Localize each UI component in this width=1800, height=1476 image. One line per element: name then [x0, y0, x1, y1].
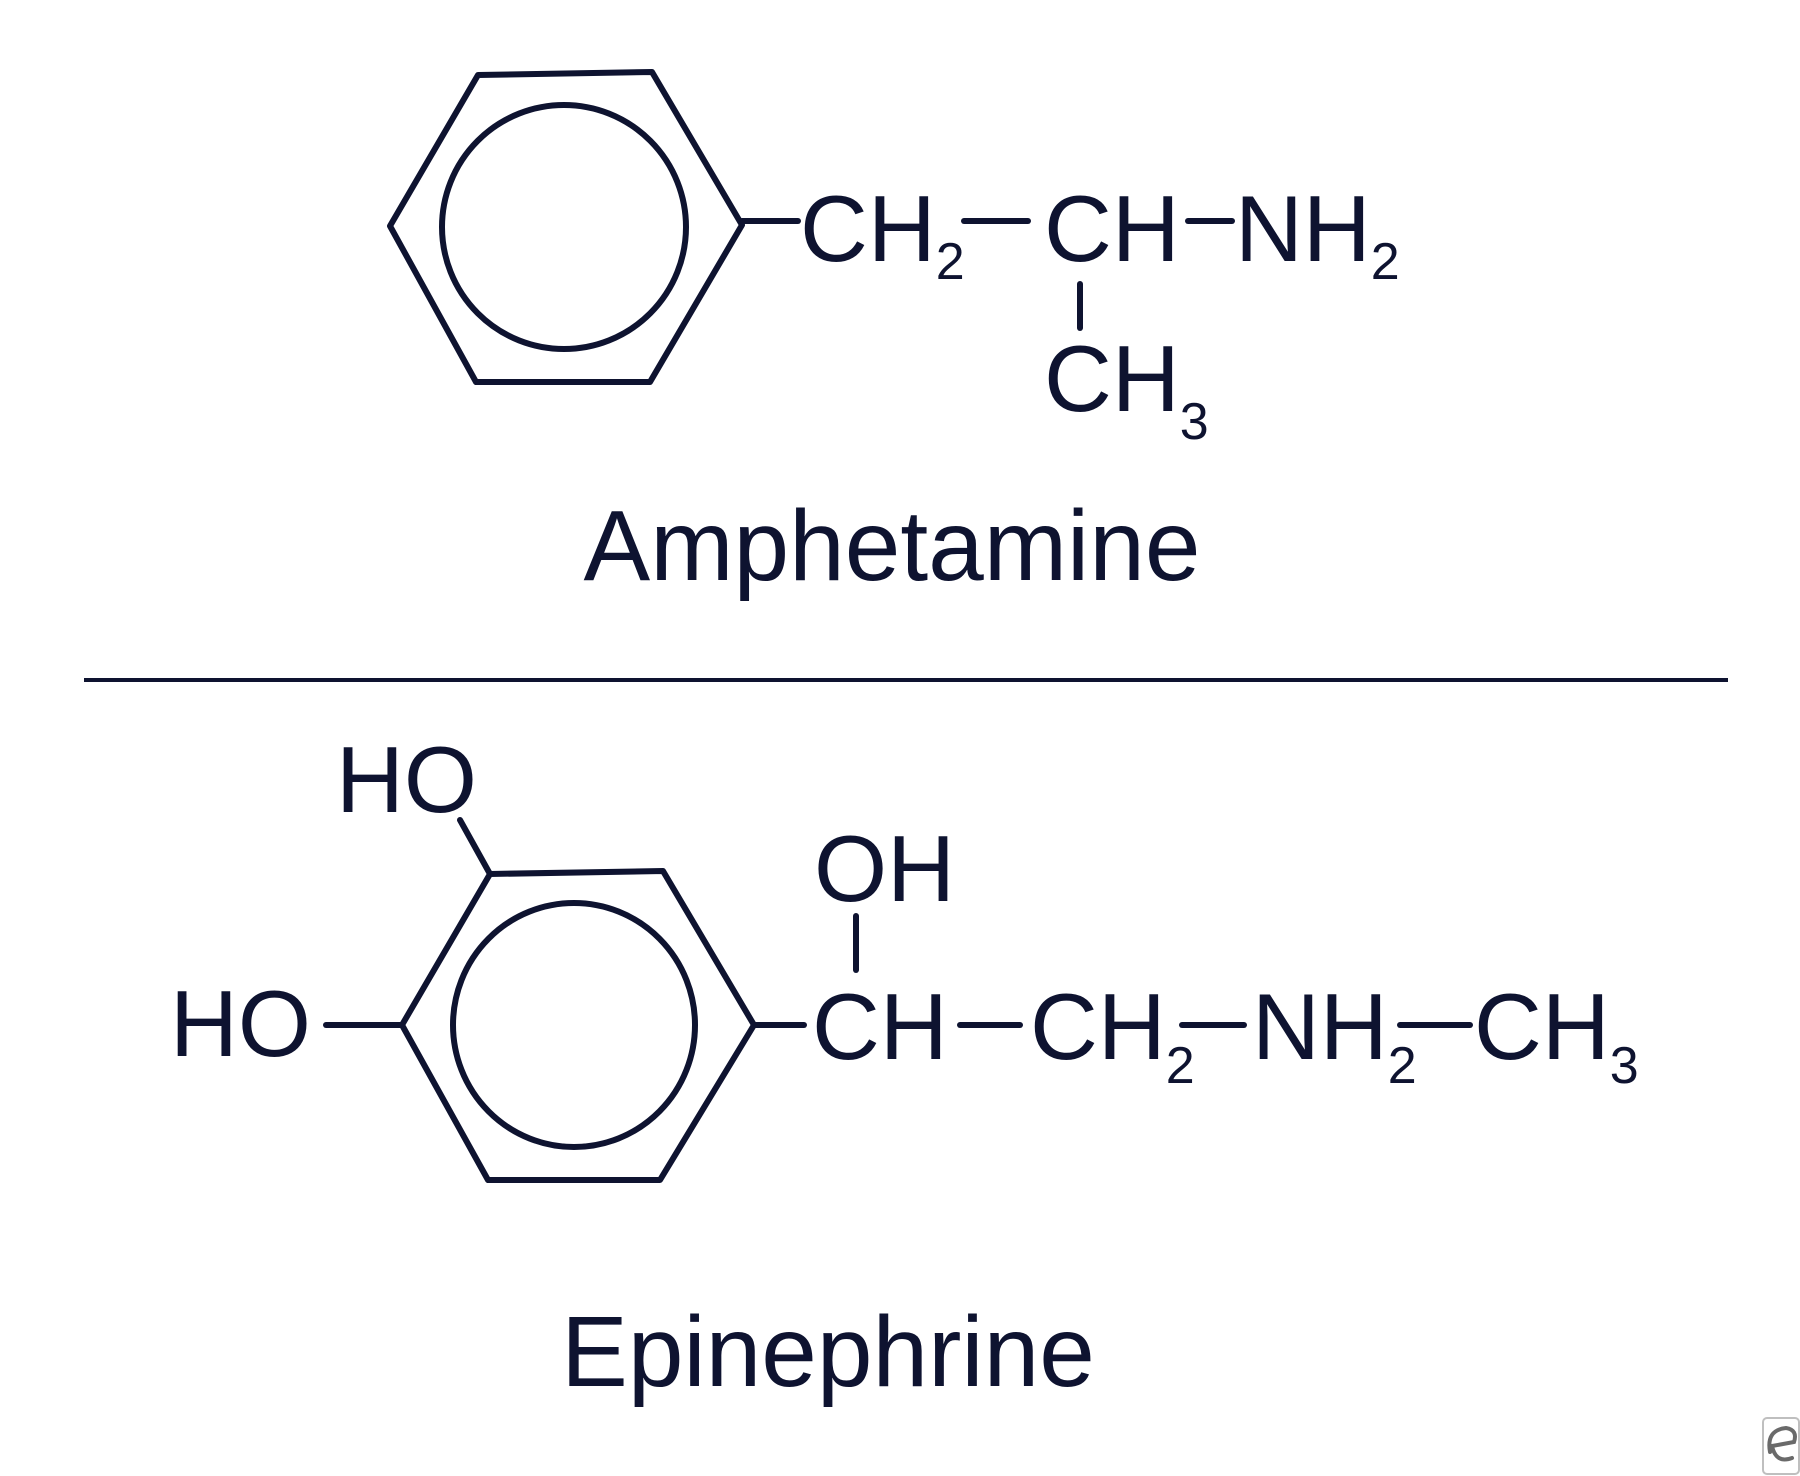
epinephrine-ho-top-label: HO — [336, 727, 477, 832]
amphetamine-ch3-label: CH3 — [1044, 326, 1209, 451]
amphetamine-ch-label: CH — [1044, 176, 1180, 281]
epinephrine-ch3-label: CH3 — [1474, 974, 1639, 1095]
epinephrine-oh-label: OH — [814, 816, 955, 921]
epinephrine-ring-aromatic-circle — [450, 900, 698, 1150]
epinephrine-nh2-label: NH2 — [1252, 974, 1417, 1095]
epinephrine-ch2-label: CH2 — [1030, 974, 1195, 1095]
amphetamine-name: Amphetamine — [584, 490, 1201, 602]
epinephrine-ch-label: CH — [812, 974, 948, 1079]
amphetamine-ring-hexagon — [387, 69, 745, 385]
e-logo-icon — [1762, 1417, 1800, 1475]
amphetamine-nh2-label: NH2 — [1235, 176, 1400, 291]
amphetamine-ch2-label: CH2 — [800, 176, 965, 291]
amphetamine-structure: CH2 CH NH2 CH3 Amphetamine — [387, 69, 1400, 602]
epinephrine-ho-left-label: HO — [170, 971, 311, 1076]
amphetamine-benzene-ring — [387, 69, 745, 385]
amphetamine-ring-aromatic-circle — [439, 102, 689, 352]
epinephrine-bond-ring-ho-top — [457, 817, 493, 877]
epinephrine-structure: HO HO OH CH CH2 NH2 CH3 Epinephrine — [170, 727, 1639, 1408]
epinephrine-name: Epinephrine — [561, 1296, 1095, 1408]
epinephrine-benzene-ring — [399, 868, 757, 1183]
